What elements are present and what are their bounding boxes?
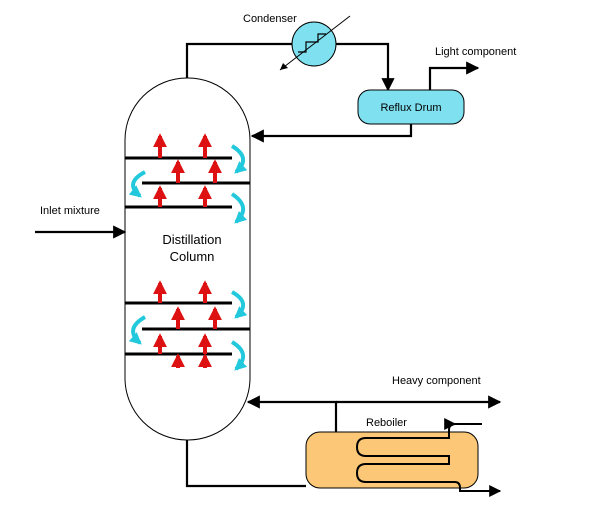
reflux-return-line — [250, 124, 413, 143]
light-component-label: Light component — [435, 46, 516, 58]
reflux-drum-label: Reflux Drum — [380, 102, 441, 114]
liquid-arrows — [128, 144, 248, 371]
condenser-to-drum-line — [336, 42, 395, 92]
reboiler-vapor-return-line — [246, 395, 338, 432]
bottoms-line — [185, 440, 306, 488]
column-label-line1: Distillation — [162, 232, 221, 247]
reboiler — [305, 418, 502, 497]
overhead-vapor-line — [185, 42, 292, 78]
upper-trays — [125, 156, 250, 209]
condenser-label: Condenser — [243, 13, 297, 25]
inlet-mixture-label: Inlet mixture — [40, 205, 100, 217]
reboiler-label: Reboiler — [366, 417, 407, 429]
heavy-component-label: Heavy component — [392, 375, 481, 387]
light-component-line — [428, 61, 480, 90]
column-label-line2: Column — [170, 249, 215, 264]
vapor-arrows — [153, 133, 222, 368]
